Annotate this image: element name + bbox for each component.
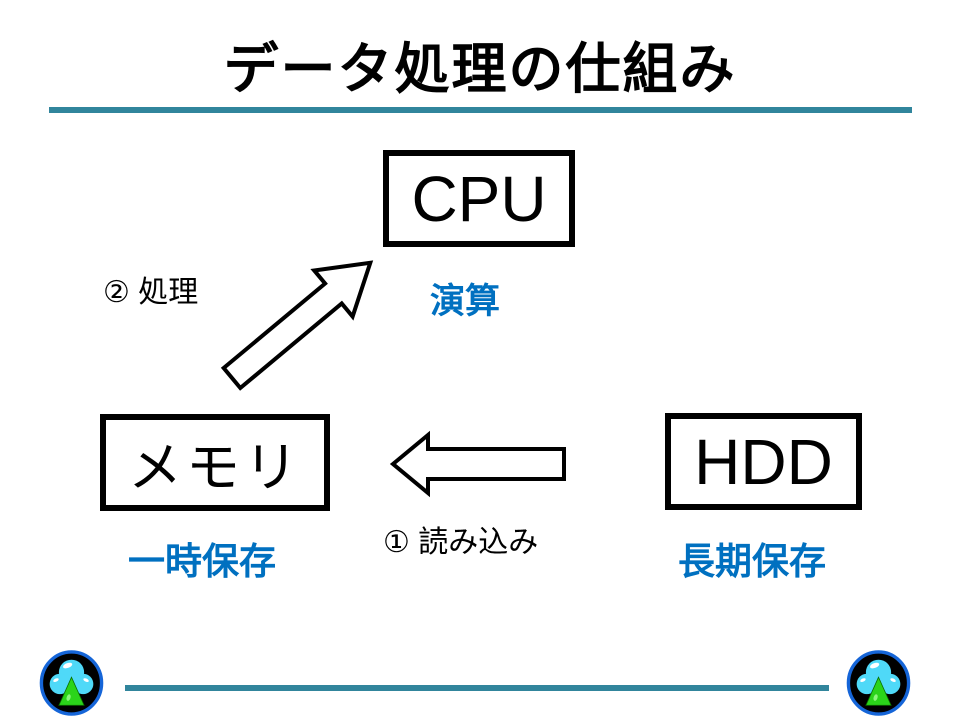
process-arrow-icon bbox=[220, 260, 374, 391]
read-arrow-label: ① 読み込み bbox=[383, 526, 539, 559]
memory-box: メモリ bbox=[100, 414, 330, 511]
memory-box-label: メモリ bbox=[128, 438, 302, 498]
tree-cloud-logo-left-icon bbox=[39, 650, 104, 716]
slide-title: データ処理の仕組み bbox=[223, 38, 737, 100]
hdd-caption: 長期保存 bbox=[678, 541, 826, 582]
hdd-box: HDD bbox=[665, 413, 862, 510]
cpu-box-label: CPU bbox=[411, 162, 547, 235]
memory-caption: 一時保存 bbox=[128, 541, 276, 582]
read-arrow-icon bbox=[389, 430, 566, 498]
title-underline-rule bbox=[49, 107, 912, 113]
footer-rule bbox=[125, 685, 829, 691]
tree-cloud-logo-right-icon bbox=[846, 650, 911, 716]
cpu-caption: 演算 bbox=[430, 282, 501, 321]
hdd-box-label: HDD bbox=[694, 425, 833, 498]
process-arrow-label: ② 処理 bbox=[103, 276, 199, 309]
cpu-box: CPU bbox=[383, 150, 575, 247]
